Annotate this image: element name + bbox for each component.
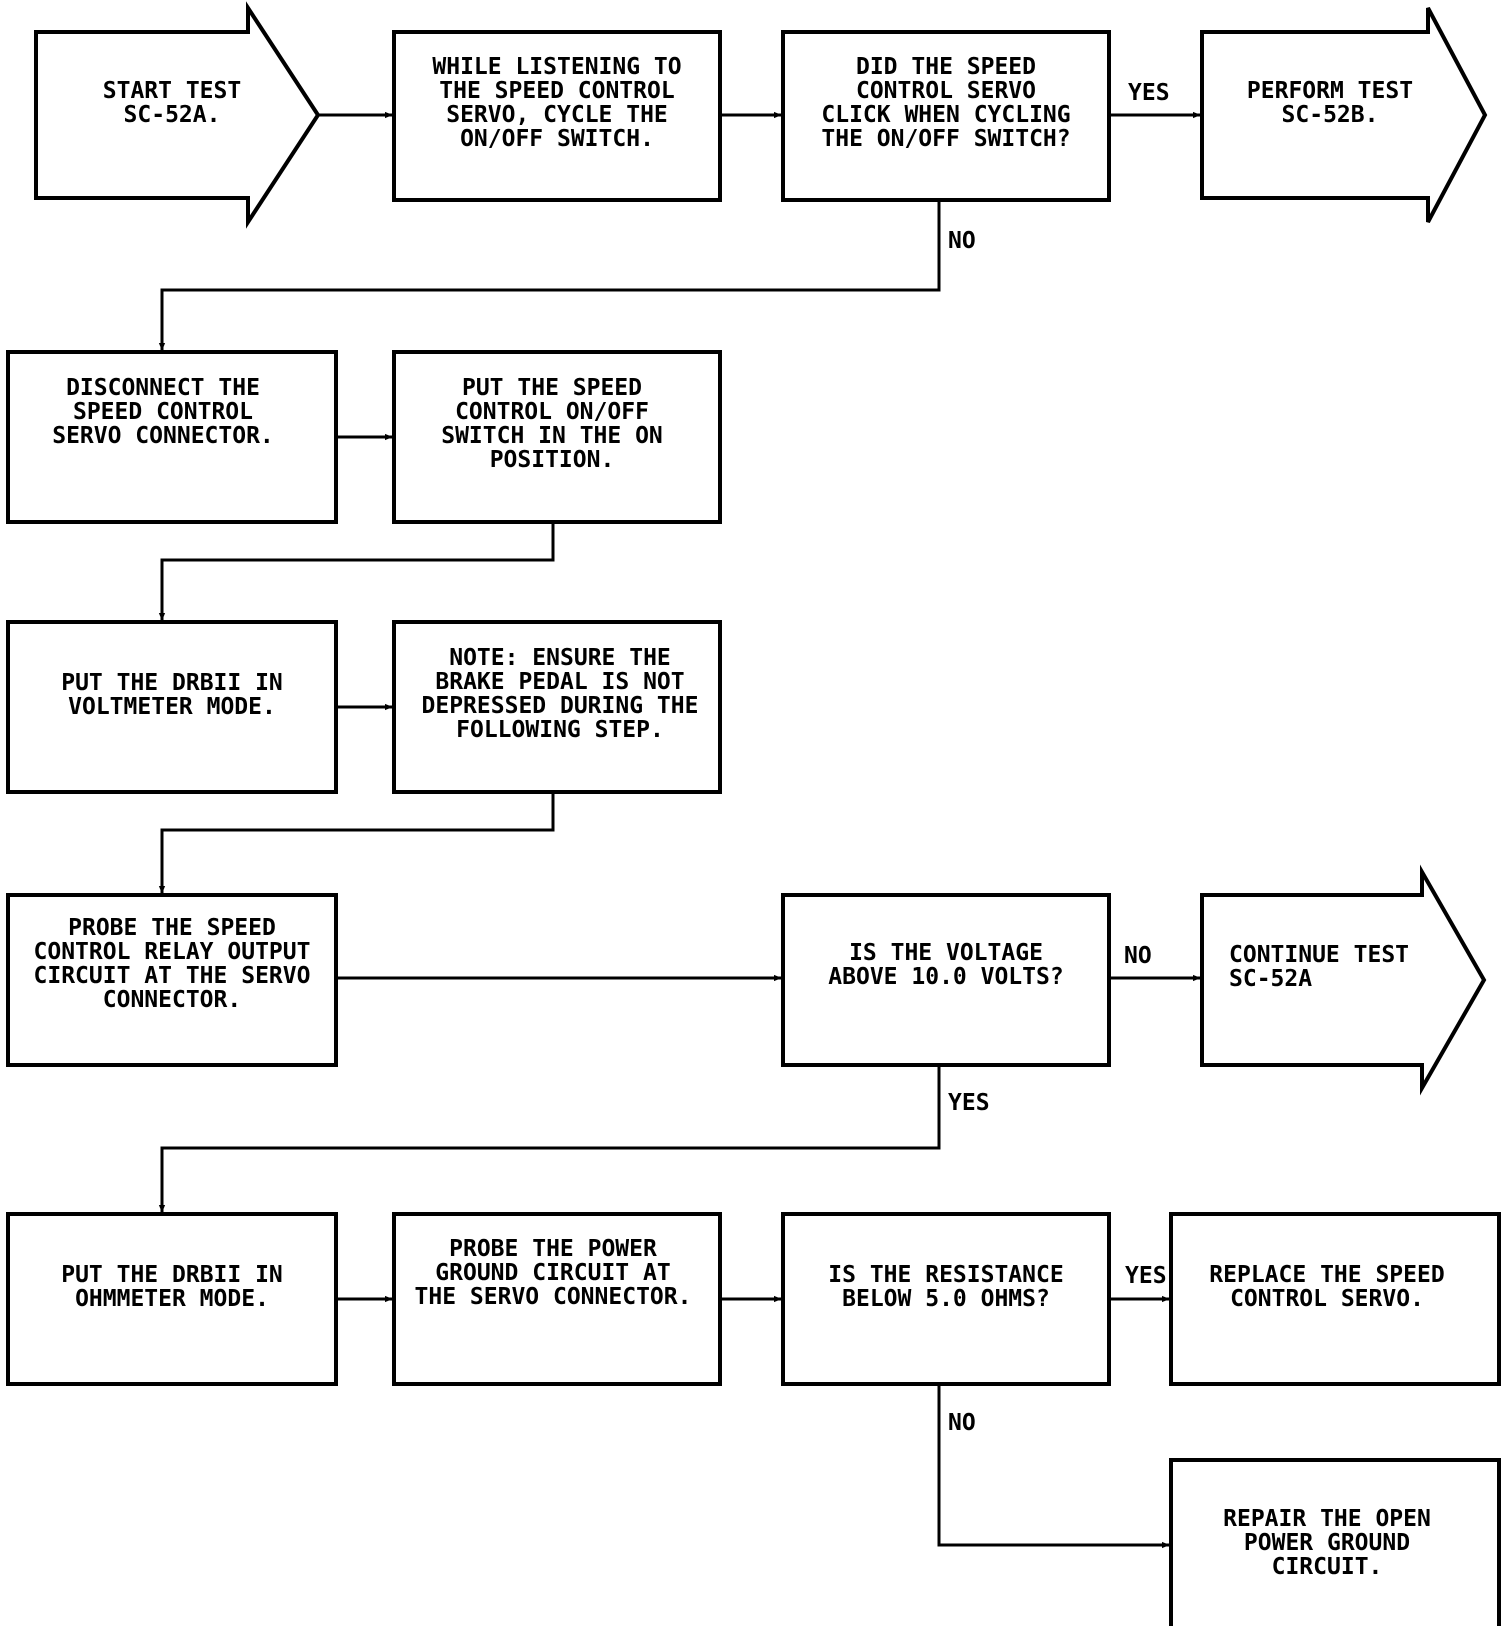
- connector-switch-to-voltmeter: [158, 522, 555, 621]
- label-line: PROBE THE SPEED: [68, 915, 276, 941]
- label-line: SC-52B.: [1282, 102, 1379, 128]
- connector-question-no: [158, 200, 941, 351]
- switch-on-box: [392, 350, 722, 524]
- perform-test-b-arrow-shape: [1200, 7, 1488, 223]
- label-line: BRAKE PEDAL IS NOT: [435, 669, 684, 695]
- edge-label-resistance-yes: YES: [1125, 1263, 1167, 1289]
- probe-relay-output-box: [6, 893, 338, 1067]
- label-line: START TEST: [103, 78, 241, 104]
- label-line: PUT THE DRBII IN: [61, 670, 283, 696]
- label-line: DID THE SPEED: [856, 54, 1036, 80]
- repair-ground-box: [1169, 1458, 1501, 1626]
- voltage-decision-box: [781, 893, 1111, 1067]
- resistance-decision-box: [781, 1212, 1111, 1386]
- connector-resistance-no: [937, 1384, 1170, 1549]
- label-line: CLICK WHEN CYCLING: [821, 102, 1070, 128]
- label-line: POWER GROUND: [1244, 1530, 1410, 1556]
- label-line: PERFORM TEST: [1247, 78, 1413, 104]
- label-line: CONTROL SERVO.: [1230, 1286, 1424, 1312]
- label-line: IS THE VOLTAGE: [849, 940, 1043, 966]
- label-line: PUT THE DRBII IN: [61, 1262, 283, 1288]
- label-line: CONTROL ON/OFF: [455, 399, 649, 425]
- label-line: BELOW 5.0 OHMS?: [842, 1286, 1050, 1312]
- edge-label-resistance-no: NO: [948, 1410, 976, 1436]
- edge-label-click-yes: YES: [1128, 80, 1170, 106]
- connector-note-to-probe: [158, 792, 555, 894]
- label-line: NOTE: ENSURE THE: [449, 645, 671, 671]
- label-line: OHMMETER MODE.: [75, 1286, 269, 1312]
- label-line: SERVO CONNECTOR.: [52, 423, 274, 449]
- listen-cycle-box: [392, 30, 722, 202]
- label-line: VOLTMETER MODE.: [68, 694, 276, 720]
- label-line: THE SERVO CONNECTOR.: [415, 1284, 692, 1310]
- brake-note-box: [392, 620, 722, 794]
- label-line: DEPRESSED DURING THE: [422, 693, 699, 719]
- label-line: ON/OFF SWITCH.: [460, 126, 654, 152]
- label-line: FOLLOWING STEP.: [456, 717, 664, 743]
- label-line: SC-52A: [1229, 966, 1312, 992]
- servo-click-decision-box: [781, 30, 1111, 202]
- label-line: ABOVE 10.0 VOLTS?: [828, 964, 1063, 990]
- label-line: THE SPEED CONTROL: [439, 78, 674, 104]
- label-line: THE ON/OFF SWITCH?: [821, 126, 1070, 152]
- start-test-arrow-shape: [34, 1, 321, 229]
- label-line: CONTROL SERVO: [856, 78, 1036, 104]
- label-line: SERVO, CYCLE THE: [446, 102, 668, 128]
- ohmmeter-mode-box: [6, 1212, 338, 1386]
- label-line: SWITCH IN THE ON: [441, 423, 663, 449]
- edge-label-voltage-yes: YES: [948, 1090, 990, 1116]
- label-line: PUT THE SPEED: [462, 375, 642, 401]
- label-line: CIRCUIT.: [1272, 1554, 1383, 1580]
- connector-voltage-yes: [158, 1065, 941, 1213]
- label-line: POSITION.: [490, 447, 615, 473]
- voltmeter-mode-box: [6, 620, 338, 794]
- label-line: REPAIR THE OPEN: [1223, 1506, 1431, 1532]
- label-line: IS THE RESISTANCE: [828, 1262, 1063, 1288]
- label-line: GROUND CIRCUIT AT: [435, 1260, 670, 1286]
- continue-test-arrow-shape: [1200, 864, 1487, 1096]
- label-line: CONTROL RELAY OUTPUT: [34, 939, 311, 965]
- label-line: REPLACE THE SPEED: [1209, 1262, 1444, 1288]
- label-line: DISCONNECT THE: [66, 375, 260, 401]
- label-line: CONNECTOR.: [103, 987, 241, 1013]
- label-line: CONTINUE TEST: [1229, 942, 1409, 968]
- label-line: WHILE LISTENING TO: [432, 54, 681, 80]
- replace-servo-box: [1169, 1212, 1501, 1386]
- edge-label-voltage-no: NO: [1124, 943, 1152, 969]
- label-line: SPEED CONTROL: [73, 399, 253, 425]
- label-line: PROBE THE POWER: [449, 1236, 657, 1262]
- edge-label-click-no: NO: [948, 228, 976, 254]
- label-line: CIRCUIT AT THE SERVO: [34, 963, 311, 989]
- label-line: SC-52A.: [124, 102, 221, 128]
